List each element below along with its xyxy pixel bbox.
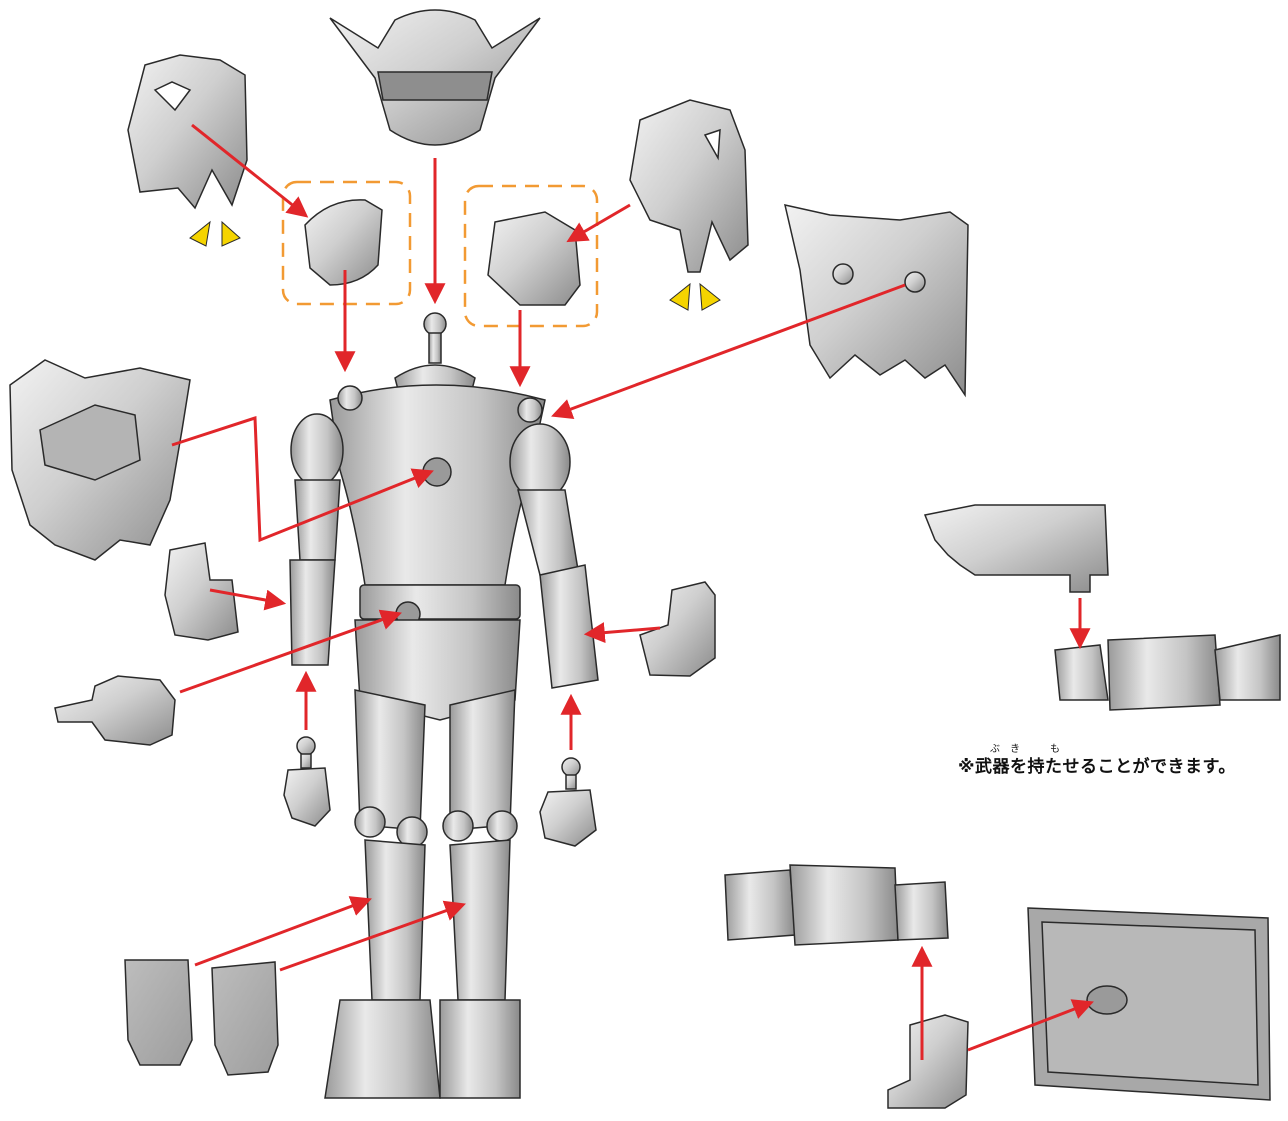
left-shoulder-armor bbox=[128, 55, 247, 208]
note-text: ※武器を持たせることができます。 bbox=[958, 752, 1258, 777]
ruby-mo: も bbox=[1050, 740, 1060, 755]
display-stand-base bbox=[1028, 908, 1270, 1100]
belt bbox=[360, 585, 520, 619]
stand-arm bbox=[725, 865, 948, 945]
right-shoulder-armor bbox=[630, 100, 748, 272]
hint-triangles-right bbox=[670, 284, 720, 310]
shin-guard-left bbox=[125, 960, 192, 1065]
helmet-part bbox=[330, 10, 540, 145]
note-ruby: ぶ き も bbox=[958, 740, 1258, 752]
right-hand bbox=[540, 758, 596, 846]
action-figure-body bbox=[290, 313, 598, 1098]
right-foot bbox=[440, 1000, 520, 1098]
ruby-bu: ぶ bbox=[990, 740, 1000, 755]
left-foot bbox=[325, 1000, 440, 1098]
shin-guard-right bbox=[212, 962, 278, 1075]
arrow-shoulder-armor-right bbox=[570, 205, 630, 240]
right-shoulder-inner bbox=[488, 212, 580, 305]
back-armor-plate bbox=[785, 205, 968, 395]
right-forearm bbox=[540, 565, 598, 688]
stand-joint-part bbox=[888, 1015, 968, 1108]
chest-armor-part bbox=[10, 360, 190, 560]
weapon-holding-arm bbox=[1055, 635, 1280, 710]
hint-triangles-left bbox=[190, 222, 240, 246]
left-arm-guard bbox=[165, 543, 238, 640]
arrow-shin-guard-left bbox=[195, 900, 368, 965]
weapon-part bbox=[925, 505, 1108, 592]
weapon-note: ぶ き も ※武器を持たせることができます。 bbox=[958, 740, 1258, 777]
ruby-ki: き bbox=[1010, 740, 1020, 755]
left-hand bbox=[284, 737, 330, 826]
belt-driver-part bbox=[55, 676, 175, 745]
head-peg bbox=[424, 313, 446, 335]
